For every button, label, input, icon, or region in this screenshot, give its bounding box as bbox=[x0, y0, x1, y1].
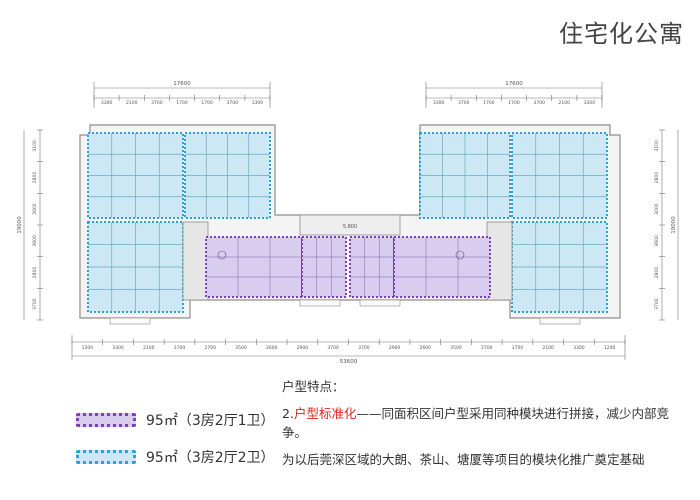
dim-total-label: 19000 bbox=[17, 216, 23, 234]
dim-label: 3700 bbox=[512, 345, 524, 351]
legend-label: 95㎡（3房2厅2卫） bbox=[146, 450, 275, 466]
legend-label: 95㎡（3房2厅1卫） bbox=[146, 413, 275, 429]
dim-label: 3300 bbox=[112, 345, 124, 351]
dim-label: 3700 bbox=[654, 298, 660, 310]
feature-highlight: 户型标准化 bbox=[293, 406, 357, 421]
dim-total-label: 17600 bbox=[505, 81, 523, 87]
feature-rest: ——同面积区间户型采用同种模块进行拼接，减少内部竞争。 bbox=[282, 406, 669, 440]
dim-label: 3700 bbox=[151, 100, 163, 106]
dim-label: 3700 bbox=[174, 345, 186, 351]
corridor bbox=[299, 214, 401, 236]
dim-total-label: 17600 bbox=[173, 81, 191, 87]
dim-total-label: 19000 bbox=[671, 216, 677, 234]
floor-plan: 17600 3300 2100 3700 1700 1700 3700 3300 17600 33… bbox=[17, 81, 679, 365]
dim-label: 3700 bbox=[32, 298, 38, 310]
dim-label: 2100 bbox=[143, 345, 155, 351]
legend-swatch-blue bbox=[76, 450, 136, 464]
legend-swatch-purple bbox=[76, 413, 136, 427]
dim-label: 2800 bbox=[32, 172, 38, 184]
dim-label: 3600 bbox=[654, 235, 660, 247]
unit-3b2l1ba bbox=[301, 236, 347, 298]
dim-label: 3700 bbox=[533, 100, 545, 106]
dim-label: 2600 bbox=[420, 345, 432, 351]
page-title: 住宅化公寓 bbox=[559, 20, 684, 48]
core-block bbox=[182, 221, 209, 301]
balcony bbox=[539, 317, 581, 325]
unit-3b2l1ba bbox=[349, 236, 395, 298]
dim-label: 1700 bbox=[508, 100, 520, 106]
dim-label: 3700 bbox=[458, 100, 470, 106]
dim-label: 2900 bbox=[297, 345, 309, 351]
dim-label: 3300 bbox=[433, 100, 445, 106]
dim-label: 2800 bbox=[654, 267, 660, 279]
dim-label: 1700 bbox=[483, 100, 495, 106]
dim-label: 3500 bbox=[235, 345, 247, 351]
dim-label: 3600 bbox=[32, 235, 38, 247]
dim-label: 1700 bbox=[176, 100, 188, 106]
dim-label: 2900 bbox=[389, 345, 401, 351]
dim-label: 3500 bbox=[450, 345, 462, 351]
dim-label: 2800 bbox=[654, 172, 660, 184]
unit-3b2l1ba bbox=[205, 236, 303, 298]
features-heading: 户型特点： bbox=[282, 379, 345, 394]
features-block: 户型特点： 2.户型标准化——同面积区间户型采用同种模块进行拼接，减少内部竞争。… bbox=[282, 377, 682, 469]
balcony bbox=[299, 299, 341, 307]
dim-label: 3700 bbox=[358, 345, 370, 351]
dim-label: 2600 bbox=[266, 345, 278, 351]
dim-label: 3300 bbox=[101, 100, 113, 106]
dim-label: 2100 bbox=[542, 345, 554, 351]
dim-label: 3700 bbox=[327, 345, 339, 351]
dim-label: 2700 bbox=[481, 345, 493, 351]
dim-total-label: 53600 bbox=[340, 359, 358, 365]
dim-label: 1700 bbox=[201, 100, 213, 106]
balcony bbox=[109, 317, 151, 325]
dim-label: 2700 bbox=[205, 345, 217, 351]
legend-item-1ba: 95㎡（3房2厅1卫） bbox=[76, 410, 275, 430]
dim-label: 3000 bbox=[32, 203, 38, 215]
legend-item-2ba: 95㎡（3房2厅2卫） bbox=[76, 447, 275, 467]
core-block bbox=[486, 221, 513, 301]
dim-label: 3100 bbox=[654, 140, 660, 152]
dim-label: 3700 bbox=[227, 100, 239, 106]
corridor-dim-label: 5,800 bbox=[343, 224, 357, 230]
unit-marker bbox=[455, 250, 465, 260]
feature-note: 为以后莞深区域的大朗、茶山、塘厦等项目的模块化推广奠定基础 bbox=[282, 452, 645, 467]
dim-label: 3100 bbox=[32, 140, 38, 152]
dim-label: 2800 bbox=[32, 267, 38, 279]
dim-label: 3300 bbox=[252, 100, 264, 106]
dim-label: 2100 bbox=[126, 100, 138, 106]
feature-item: 2.户型标准化——同面积区间户型采用同种模块进行拼接，减少内部竞争。 bbox=[282, 404, 682, 442]
feature-num: 2. bbox=[282, 406, 294, 421]
dim-label: 3300 bbox=[584, 100, 596, 106]
dim-label: 1200 bbox=[604, 345, 616, 351]
unit-marker bbox=[217, 250, 227, 260]
dim-label: 3000 bbox=[654, 203, 660, 215]
dim-label: 3300 bbox=[573, 345, 585, 351]
dim-label: 2100 bbox=[559, 100, 571, 106]
unit-3b2l1ba bbox=[393, 236, 491, 298]
balcony bbox=[359, 299, 401, 307]
dim-label: 1200 bbox=[82, 345, 94, 351]
